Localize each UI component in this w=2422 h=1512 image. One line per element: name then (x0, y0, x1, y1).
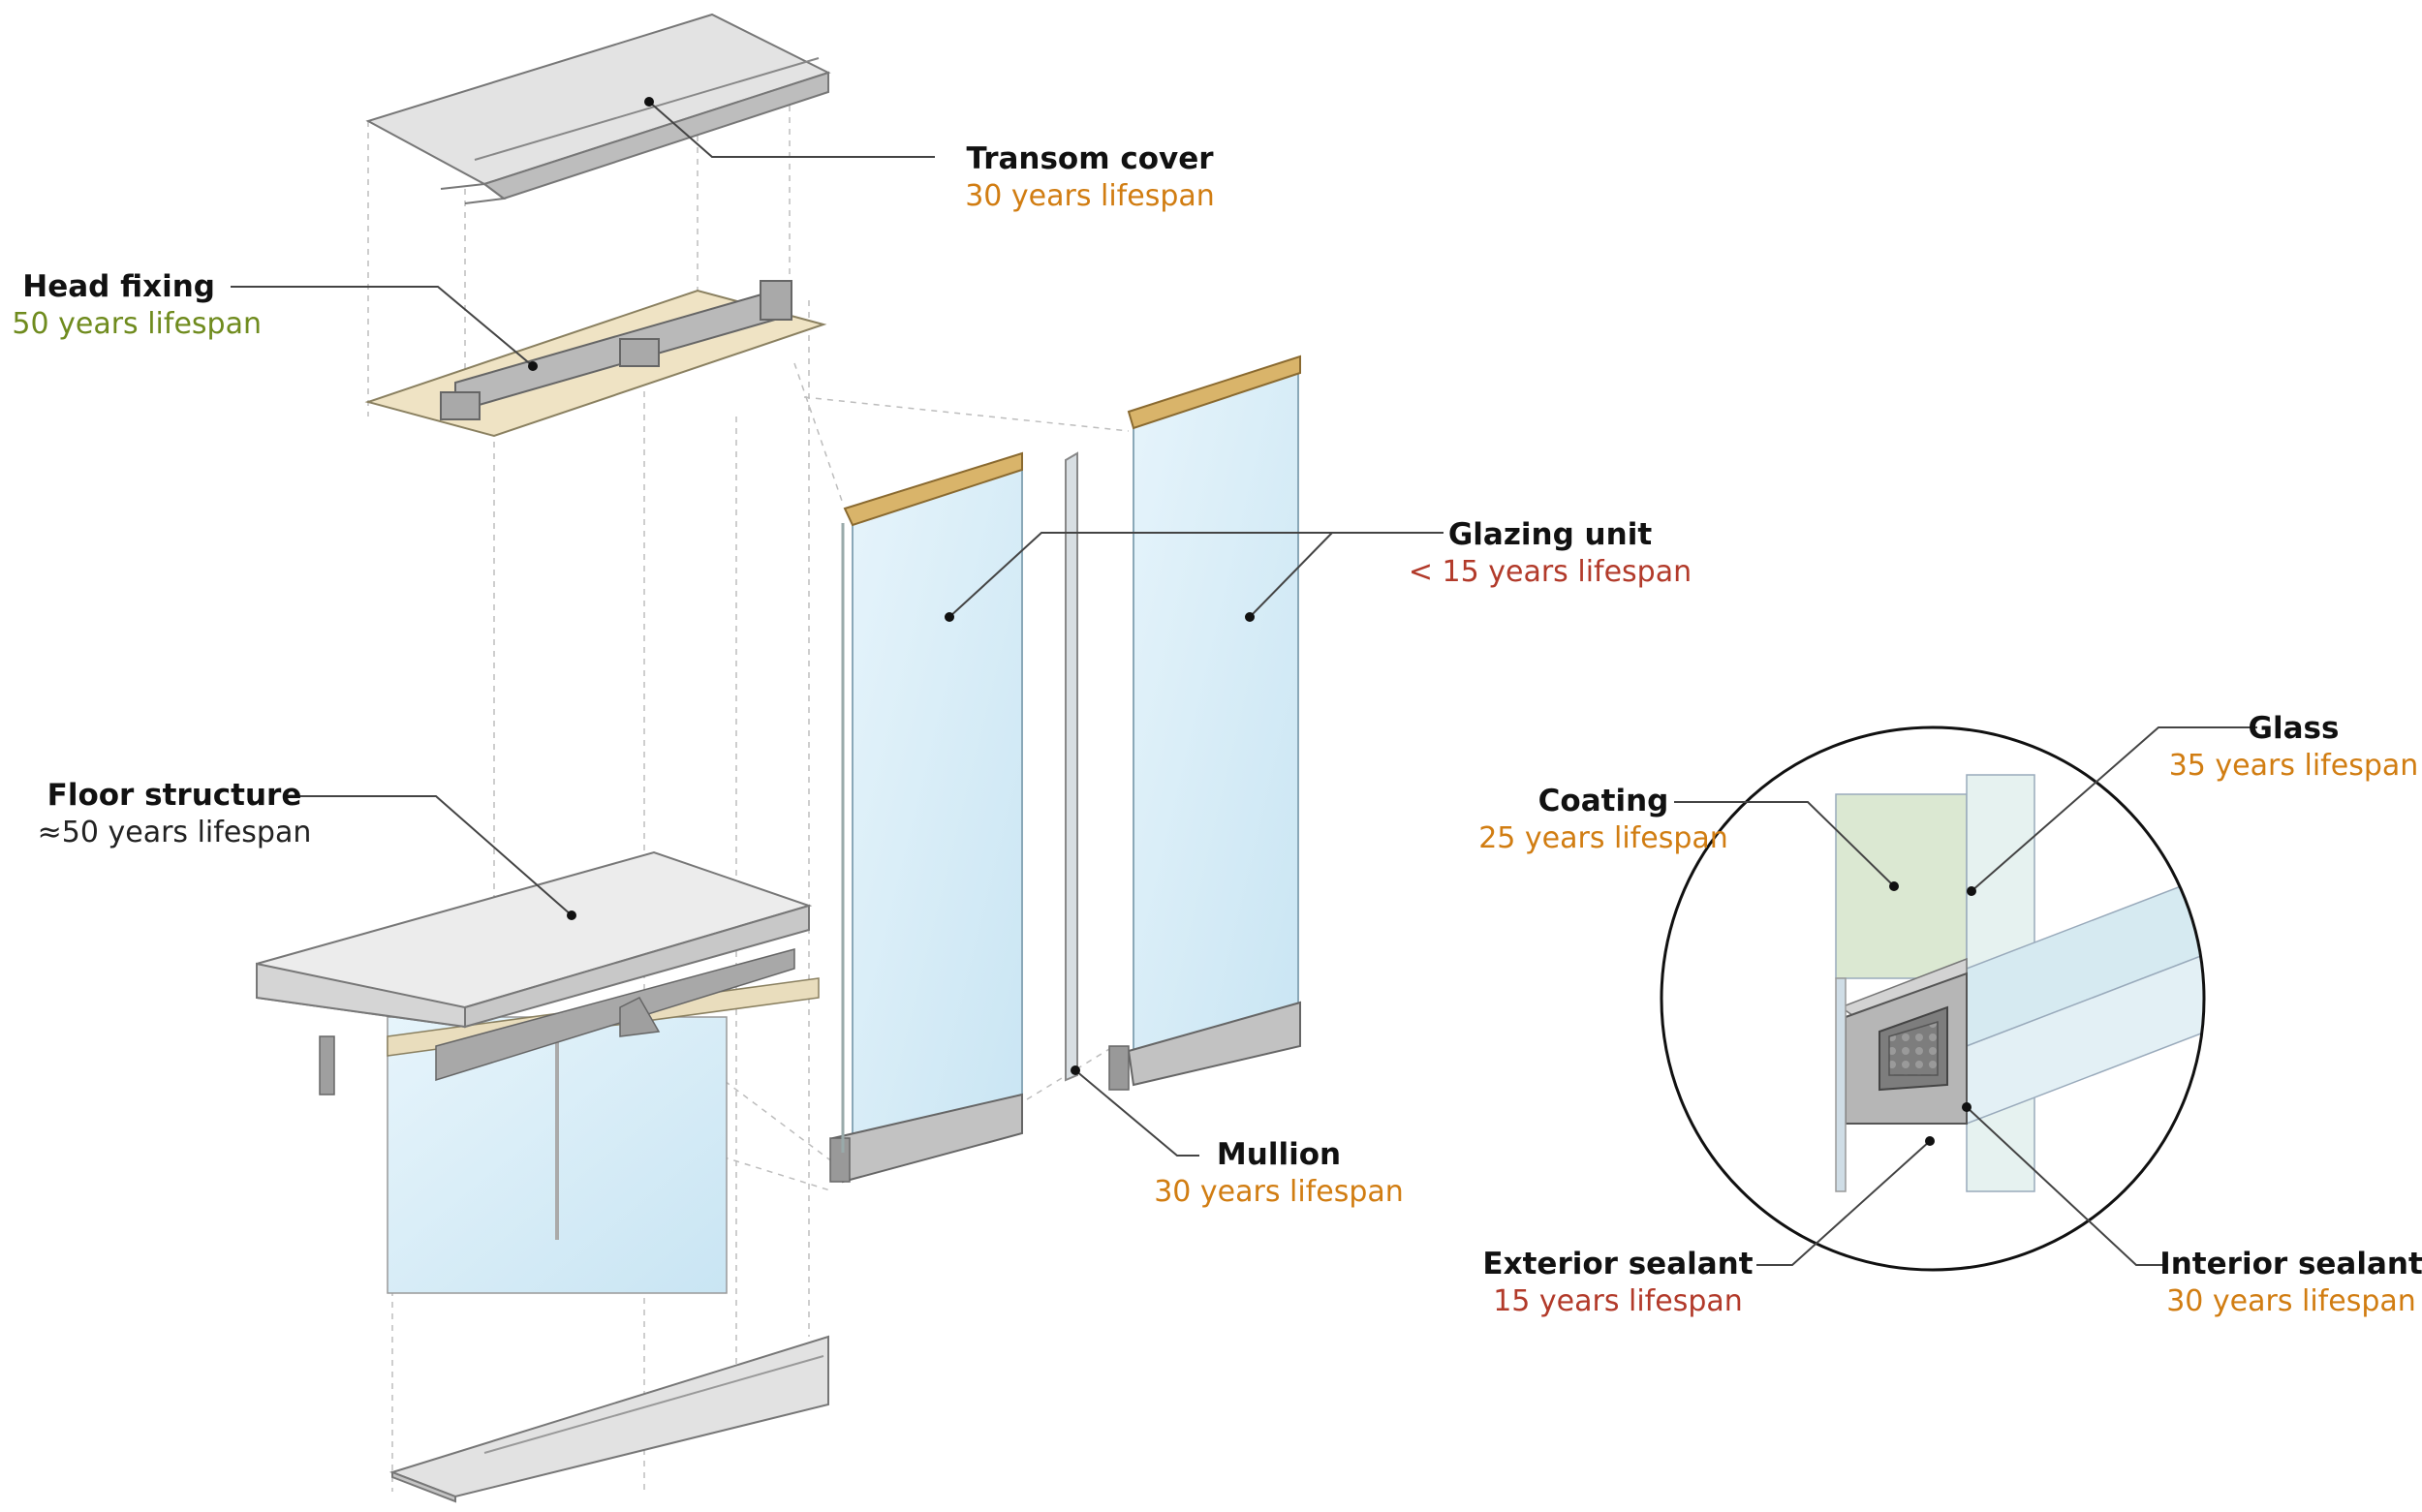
label-glazing-unit: Glazing unit < 15 years lifespan (1395, 516, 1705, 590)
coating-name: Coating (1537, 784, 1669, 818)
transom-cover-lifespan: 30 years lifespan (965, 178, 1215, 213)
floor-structure-part (256, 850, 820, 1294)
label-head-fixing: Head fixing 50 years lifespan (0, 268, 262, 342)
label-mullion: Mullion 30 years lifespan (1133, 1136, 1424, 1210)
transom-cover-part (365, 13, 831, 204)
mullion-part (1065, 451, 1078, 1082)
floor-structure-lifespan: ≈50 years lifespan (37, 815, 312, 849)
glass-lifespan: 35 years lifespan (2168, 748, 2419, 783)
head-fixing-part (364, 280, 827, 438)
leader-lines (231, 101, 2257, 1266)
floor-structure-name: Floor structure (47, 778, 302, 813)
head-fixing-lifespan: 50 years lifespan (12, 306, 262, 341)
label-coating: Coating 25 years lifespan (1458, 783, 1749, 856)
glazing-unit-name: Glazing unit (1447, 517, 1653, 552)
coating-lifespan: 25 years lifespan (1478, 820, 1728, 855)
glazing-unit-lifespan: < 15 years lifespan (1408, 554, 1692, 589)
label-glass: Glass 35 years lifespan (2156, 710, 2422, 784)
exterior-sealant-lifespan: 15 years lifespan (1493, 1283, 1743, 1318)
glazing-unit-left-part (829, 451, 1023, 1184)
interior-sealant-name: Interior sealant (2159, 1247, 2422, 1281)
bottom-channel-part (388, 1335, 829, 1503)
label-exterior-sealant: Exterior sealant 15 years lifespan (1468, 1246, 1768, 1319)
interior-sealant-lifespan: 30 years lifespan (2166, 1283, 2416, 1318)
mullion-lifespan: 30 years lifespan (1154, 1174, 1404, 1209)
sealant-detail-circle (1660, 725, 2206, 1272)
label-floor-structure: Floor structure ≈50 years lifespan (19, 777, 329, 850)
mullion-name: Mullion (1216, 1137, 1342, 1172)
glazing-unit-right-part (1108, 355, 1301, 1091)
label-transom-cover: Transom cover 30 years lifespan (906, 140, 1274, 214)
head-fixing-name: Head fixing (22, 269, 215, 304)
glass-name: Glass (2248, 711, 2340, 746)
leader-dots (528, 97, 1976, 1146)
transom-cover-name: Transom cover (966, 141, 1214, 176)
exterior-sealant-name: Exterior sealant (1482, 1247, 1754, 1281)
label-interior-sealant: Interior sealant 30 years lifespan (2146, 1246, 2422, 1319)
